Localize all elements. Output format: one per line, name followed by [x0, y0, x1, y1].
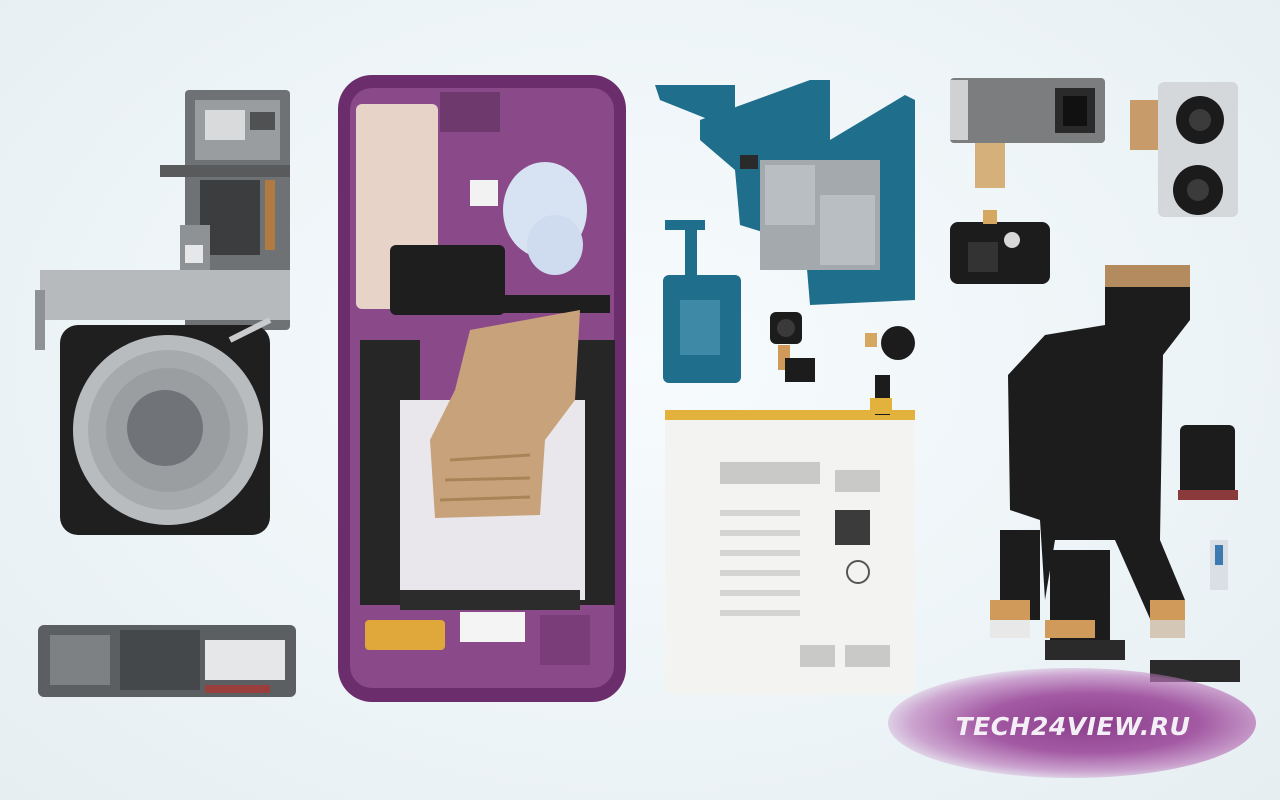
top-bracket: [35, 90, 290, 350]
watermark-text: TECH24VIEW.RU: [955, 712, 1191, 741]
main-camera-module: [1130, 82, 1238, 217]
wireless-charging-coil: [60, 317, 272, 535]
sub-board: [663, 220, 741, 383]
watermark-background: [888, 668, 1256, 778]
front-camera: [770, 312, 815, 382]
periscope-camera-module: [950, 78, 1105, 188]
earpiece: [950, 210, 1050, 284]
vibration-motor: [865, 326, 915, 360]
battery: [665, 375, 915, 695]
main-flex-cable: [990, 265, 1240, 682]
bottom-speaker-module: [38, 625, 296, 697]
copper-heat-pipe: [430, 310, 580, 518]
main-logic-board: [655, 80, 915, 305]
sim-tray: [1178, 425, 1238, 590]
